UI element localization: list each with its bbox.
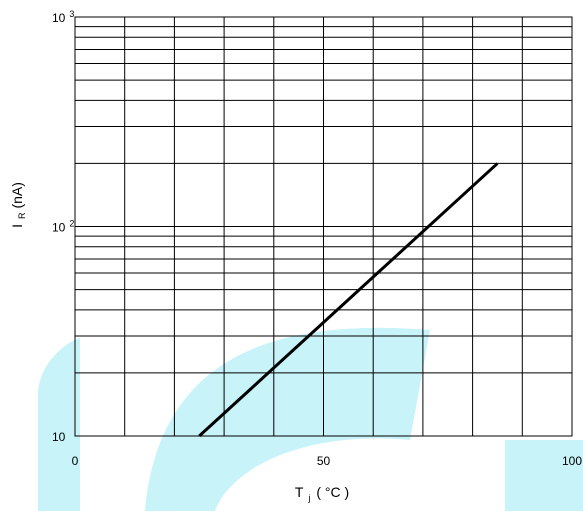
watermark-shape xyxy=(38,327,583,511)
x-tick-labels: 0 50 100 xyxy=(72,454,583,468)
y-tick-label: 10 xyxy=(52,430,66,444)
series-layer xyxy=(198,162,499,438)
x-axis-label-main: T xyxy=(295,484,304,500)
plot-frame xyxy=(74,16,573,437)
grid xyxy=(75,17,572,436)
y-axis-label-main: I xyxy=(9,224,25,228)
x-axis-label-unit: ( °C ) xyxy=(316,484,349,500)
y-tick-base: 10 xyxy=(52,221,66,235)
y-axis-label: I R (nA) xyxy=(9,182,27,228)
watermark-right xyxy=(505,440,583,511)
y-tick-exponent: 3 xyxy=(69,9,74,19)
x-axis-label-sub: j xyxy=(307,493,310,503)
y-tick-base: 10 xyxy=(52,11,66,25)
x-tick-label: 50 xyxy=(317,454,331,468)
watermark-left xyxy=(38,338,80,511)
y-tick-base: 10 xyxy=(52,430,66,444)
x-tick-label: 0 xyxy=(72,454,79,468)
series-line xyxy=(198,162,499,438)
y-axis-label-unit: (nA) xyxy=(9,182,25,208)
x-tick-label: 100 xyxy=(562,454,582,468)
watermark-swoosh xyxy=(145,327,430,511)
y-tick-exponent: 2 xyxy=(69,219,74,229)
y-axis-label-sub: R xyxy=(17,212,27,219)
